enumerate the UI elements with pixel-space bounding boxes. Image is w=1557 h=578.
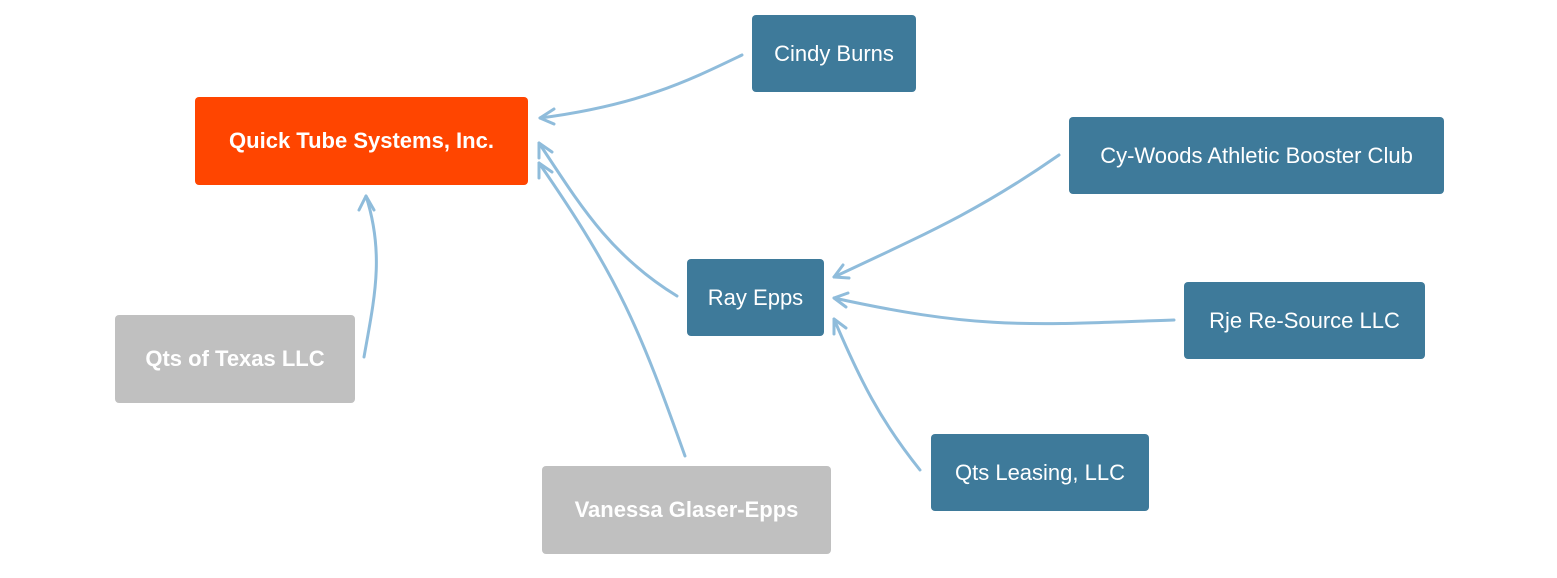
node-qts-leasing-llc[interactable]: Qts Leasing, LLC bbox=[931, 434, 1149, 511]
node-cindy-burns[interactable]: Cindy Burns bbox=[752, 15, 916, 92]
node-label: Quick Tube Systems, Inc. bbox=[229, 128, 494, 153]
node-label: Cindy Burns bbox=[774, 40, 894, 66]
edge-vanessa-to-quick-tube bbox=[537, 161, 687, 458]
edge-ray-epps-to-quick-tube bbox=[537, 141, 679, 298]
node-rje-re-source-llc[interactable]: Rje Re-Source LLC bbox=[1184, 282, 1425, 359]
edge-qts-leasing-to-ray-epps bbox=[832, 317, 922, 472]
node-cy-woods-athletic-booster-club[interactable]: Cy-Woods Athletic Booster Club bbox=[1069, 117, 1444, 194]
node-label: Qts Leasing, LLC bbox=[955, 459, 1125, 485]
edge-cy-woods-to-ray-epps bbox=[832, 153, 1061, 280]
node-qts-of-texas-llc[interactable]: Qts of Texas LLC bbox=[115, 315, 355, 403]
node-quick-tube-systems[interactable]: Quick Tube Systems, Inc. bbox=[195, 97, 528, 185]
node-label: Cy-Woods Athletic Booster Club bbox=[1100, 142, 1413, 168]
edge-cindy-burns-to-quick-tube bbox=[538, 53, 744, 126]
node-label: Ray Epps bbox=[707, 284, 804, 310]
node-label: Rje Re-Source LLC bbox=[1209, 307, 1400, 333]
node-ray-epps[interactable]: Ray Epps bbox=[687, 259, 824, 336]
edge-rje-resource-to-ray-epps bbox=[832, 291, 1176, 326]
node-vanessa-glaser-epps[interactable]: Vanessa Glaser-Epps bbox=[542, 466, 831, 554]
node-label: Qts of Texas LLC bbox=[145, 346, 325, 371]
edge-qts-texas-to-quick-tube bbox=[357, 194, 378, 359]
node-label: Vanessa Glaser-Epps bbox=[574, 497, 799, 522]
